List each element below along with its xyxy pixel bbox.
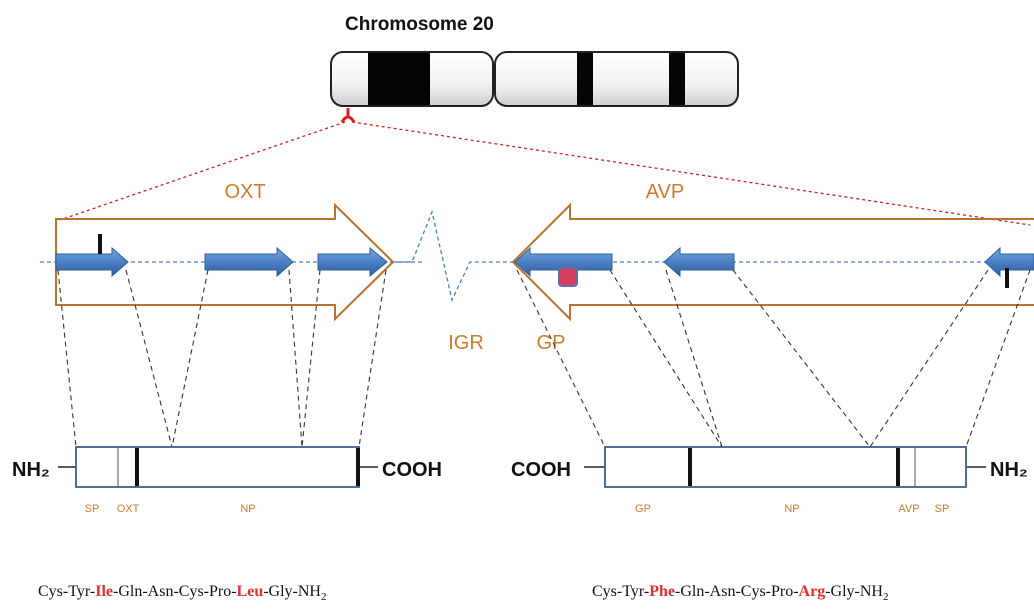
chromosome-band <box>577 53 593 105</box>
oxt-domain-np: NP <box>240 503 255 515</box>
oxt-gene-arrow <box>55 202 395 322</box>
intergenic-region-line <box>393 209 515 302</box>
start-codon-marker <box>98 234 102 254</box>
chromosome-band <box>368 53 430 105</box>
gp-label: GP <box>537 332 566 354</box>
chromosome-title: Chromosome 20 <box>345 14 494 35</box>
chromosome-band <box>669 53 685 105</box>
locus-marker <box>340 108 356 123</box>
avp-domain-avp: AVP <box>898 503 919 515</box>
avp-c-terminus: COOH <box>511 459 571 481</box>
glycosylation-site-marker <box>558 267 578 287</box>
zoom-line-left <box>59 121 346 221</box>
avp-mapping-lines <box>516 269 1031 448</box>
igr-label: IGR <box>448 332 484 354</box>
avp-exon-1 <box>984 246 1034 278</box>
chromosome-ideogram <box>330 51 739 107</box>
avp-domain-np: NP <box>784 503 799 515</box>
avp-domain-sp: SP <box>935 503 950 515</box>
oxt-exon-1 <box>55 246 129 278</box>
avp-n-terminus: NH₂ <box>990 459 1028 481</box>
oxt-gene-label: OXT <box>224 181 265 203</box>
oxt-precursor-protein <box>58 446 378 488</box>
oxt-c-terminus: COOH <box>382 459 442 481</box>
avp-exon-2 <box>663 246 735 278</box>
oxt-exon-3 <box>317 246 388 278</box>
avp-gene-label: AVP <box>646 181 685 203</box>
avp-precursor-protein <box>584 446 986 488</box>
start-codon-marker <box>1005 268 1009 288</box>
oxt-mapping-lines <box>57 269 387 448</box>
zoom-line-right <box>351 121 1031 226</box>
avp-peptide-sequence: Cys-Tyr-Phe-Gln-Asn-Cys-Pro-Arg-Gly-NH2 <box>592 583 888 603</box>
oxt-peptide-sequence: Cys-Tyr-Ile-Gln-Asn-Cys-Pro-Leu-Gly-NH2 <box>38 583 326 603</box>
oxt-n-terminus: NH₂ <box>12 459 50 481</box>
oxt-domain-oxt: OXT <box>117 503 140 515</box>
oxt-exon-2 <box>204 246 294 278</box>
avp-domain-gp: GP <box>635 503 651 515</box>
avp-exon-3 <box>514 246 613 278</box>
oxt-domain-sp: SP <box>85 503 100 515</box>
